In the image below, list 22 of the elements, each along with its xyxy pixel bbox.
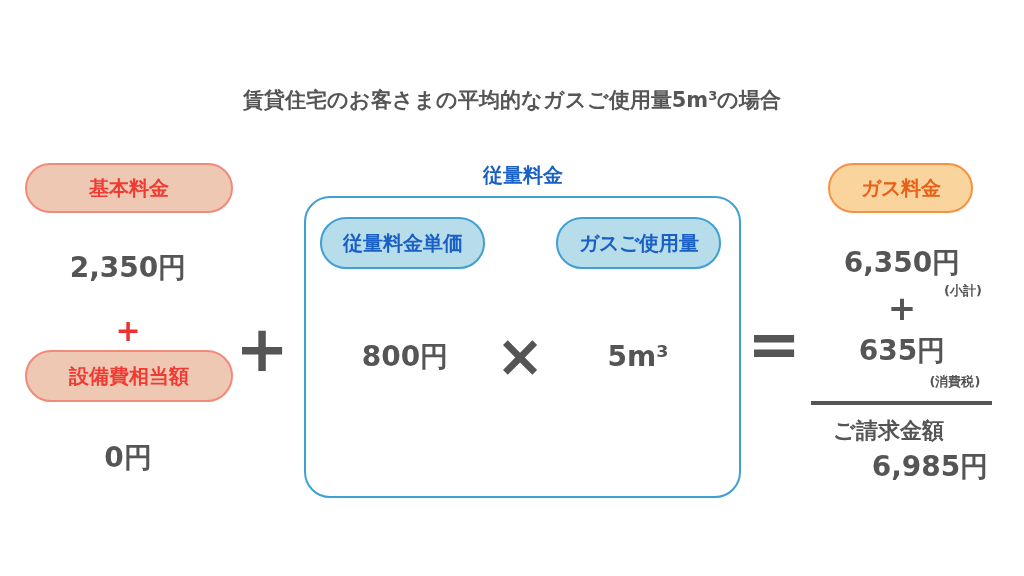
equals-sign: =: [747, 308, 801, 382]
amount-text: 6,350円: [843, 246, 961, 280]
category-pill: 従量料金単価: [320, 217, 485, 269]
total-label: ご請求金額: [832, 418, 944, 444]
amount-text: 635円: [858, 334, 946, 368]
amount-text: 2,350円: [69, 251, 187, 285]
plus-sign: +: [887, 289, 917, 329]
amount-text: 800円: [361, 340, 449, 374]
category-pill: ガス料金: [828, 163, 973, 213]
note-text: (消費税): [929, 374, 981, 390]
category-pill: ガスご使用量: [556, 217, 721, 269]
plus-sign: +: [235, 313, 289, 387]
diagram-title: 賃貸住宅のお客さまの平均的なガスご使用量5m³の場合: [242, 87, 782, 113]
amount-text: 0円: [104, 441, 152, 475]
total-amount: 6,985円: [871, 450, 989, 484]
times-sign: ×: [495, 322, 545, 390]
plus-sign: +: [115, 313, 141, 349]
note-text: (小計): [944, 283, 982, 299]
group-heading: 従量料金: [482, 163, 563, 187]
category-pill: 設備費相当額: [25, 350, 233, 402]
category-pill: 基本料金: [25, 163, 233, 213]
amount-text: 5m³: [607, 340, 669, 374]
